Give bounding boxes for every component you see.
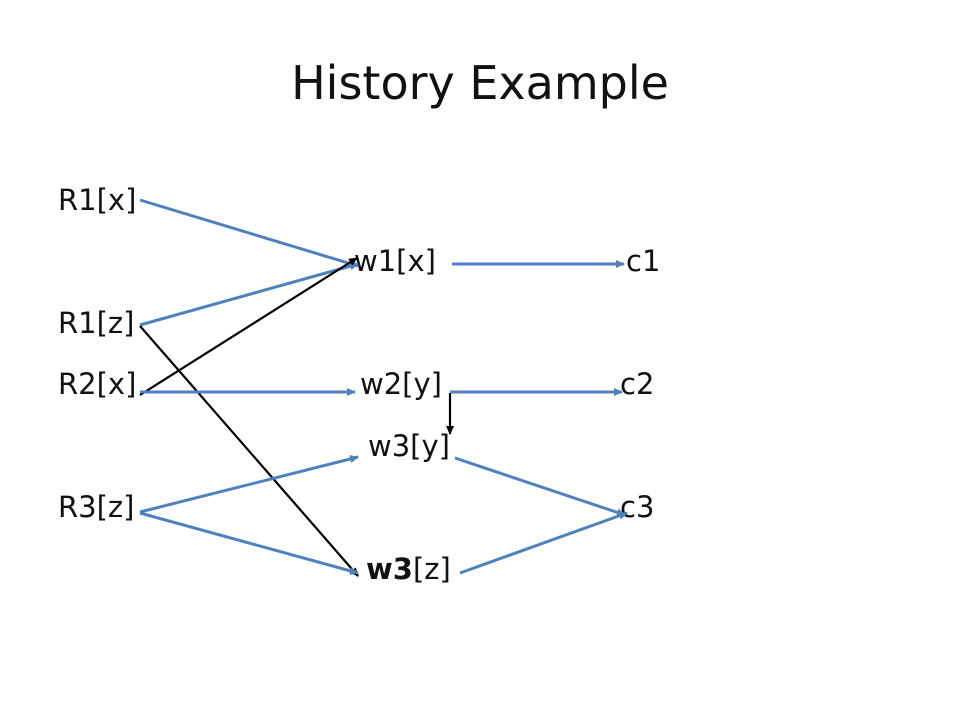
edge-r1x-to-w1x bbox=[139, 198, 359, 268]
node-w3z-rest: [z] bbox=[412, 552, 451, 586]
node-w1x: w1[x] bbox=[354, 244, 436, 278]
node-c2: c2 bbox=[620, 367, 655, 401]
edge-r1z-to-w1x bbox=[139, 262, 359, 327]
node-w3y: w3[y] bbox=[368, 429, 450, 463]
edge-r3z-to-w3y bbox=[139, 455, 359, 514]
edge-r3z-to-w3z bbox=[139, 511, 359, 575]
node-r3z: R3[z] bbox=[58, 490, 135, 524]
node-r2x: R2[x] bbox=[58, 367, 137, 401]
edge-r2x-to-w1x bbox=[139, 257, 358, 396]
node-r1x: R1[x] bbox=[58, 183, 137, 217]
node-w3z: w3[z] bbox=[366, 555, 451, 584]
edge-r1z-to-w3z bbox=[139, 325, 359, 577]
node-c1: c1 bbox=[626, 244, 661, 278]
node-w2y: w2[y] bbox=[360, 367, 442, 401]
edge-w3y-to-c3 bbox=[454, 456, 626, 517]
page-title: History Example bbox=[291, 56, 669, 110]
node-w3z-bold: w3 bbox=[366, 552, 413, 586]
node-r1z: R1[z] bbox=[58, 306, 135, 340]
edge-w3z-to-c3 bbox=[459, 511, 628, 575]
